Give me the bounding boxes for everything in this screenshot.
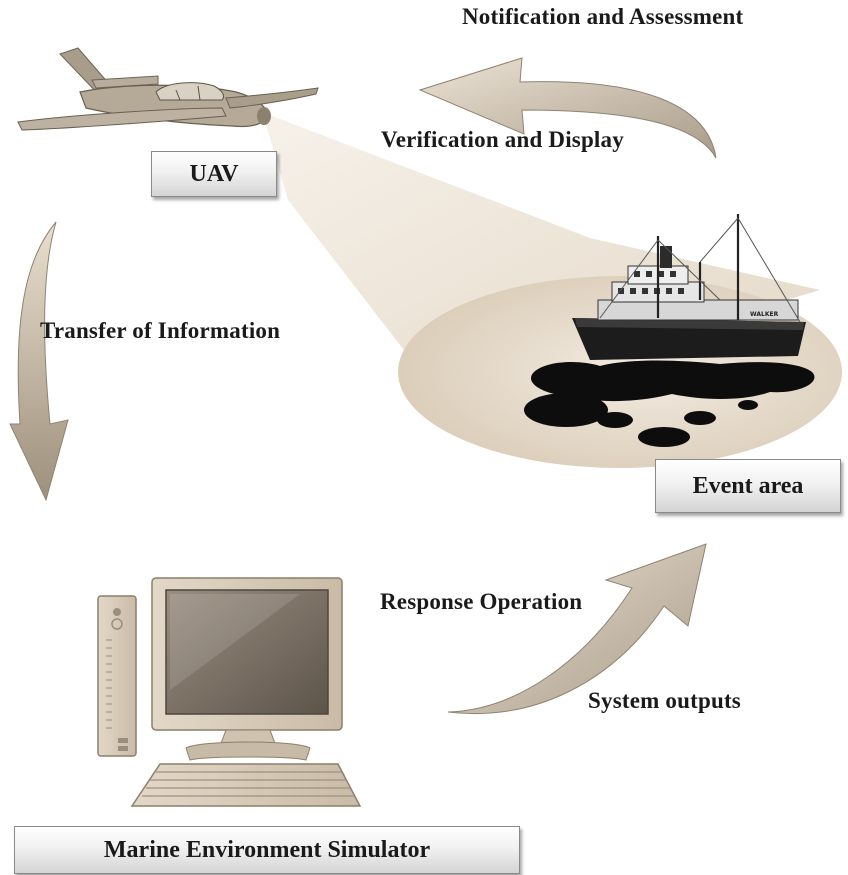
outputs-label: System outputs — [588, 688, 741, 713]
notification-label: Notification and Assessment — [462, 4, 744, 29]
simulator-box: Marine Environment Simulator — [14, 826, 520, 874]
oil-spill-icon — [524, 360, 815, 447]
computer-keyboard — [130, 763, 362, 807]
computer-icon — [97, 577, 362, 807]
ship-icon: WALKER — [572, 214, 806, 360]
uav-box: UAV — [151, 151, 277, 197]
response-label: Response Operation — [380, 589, 583, 614]
notification-arrow-icon — [418, 57, 717, 159]
uav-plane-icon — [17, 47, 319, 131]
transfer-label: Transfer of Information — [40, 318, 281, 343]
computer-screen — [165, 589, 329, 715]
verification-label: Verification and Display — [381, 127, 624, 152]
outputs-arrow-icon — [447, 543, 707, 715]
ship-name-label: WALKER — [750, 311, 779, 318]
event-area-box: Event area — [655, 459, 841, 513]
transfer-arrow-icon — [9, 221, 69, 502]
computer-tower — [97, 595, 137, 757]
